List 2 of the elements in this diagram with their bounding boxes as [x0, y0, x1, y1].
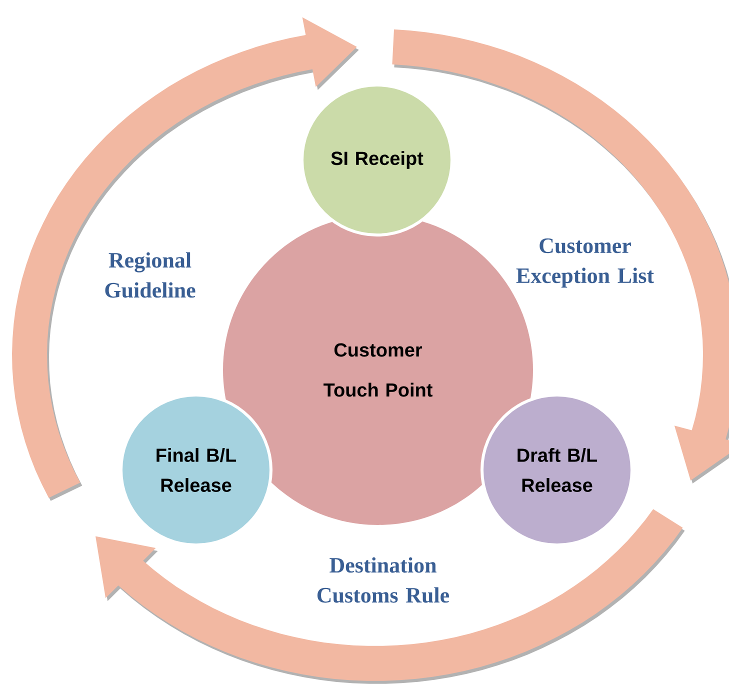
cycle-label: Regional Guideline	[105, 252, 196, 298]
cycle-label: Destination Customs Rule	[317, 557, 450, 603]
